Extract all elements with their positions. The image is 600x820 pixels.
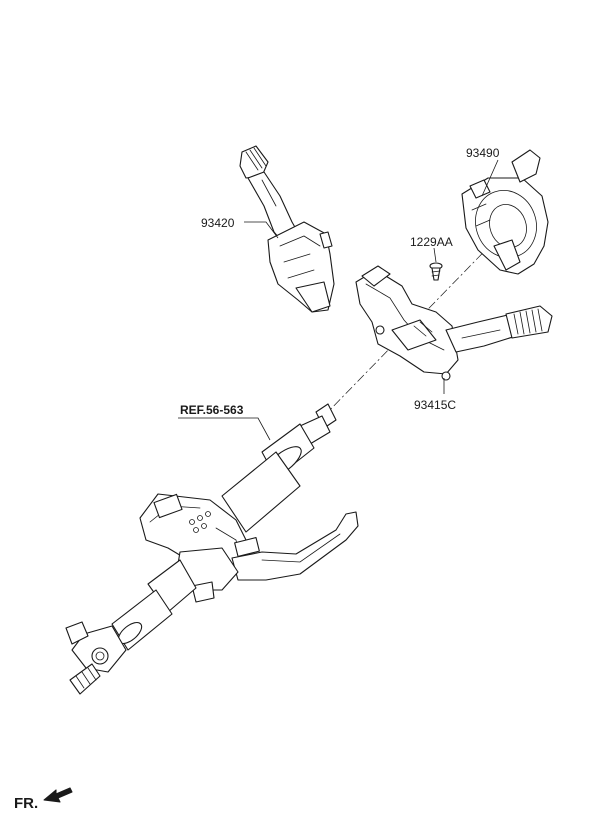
- multifunction-switch-body[interactable]: [355, 265, 553, 381]
- front-label: FR.: [14, 795, 38, 812]
- assembly-axis: [321, 224, 511, 419]
- light-switch-stalk[interactable]: [239, 145, 335, 313]
- label-ref: REF.56-563: [180, 403, 244, 417]
- front-arrow-icon: [43, 787, 73, 803]
- screw-1229AA[interactable]: [429, 262, 443, 281]
- clock-spring[interactable]: [461, 149, 549, 275]
- label-93490: 93490: [466, 146, 500, 160]
- label-1229AA: 1229AA: [410, 235, 453, 249]
- leader-lines: [178, 159, 499, 441]
- steering-column[interactable]: [65, 403, 359, 695]
- label-93415C: 93415C: [414, 398, 456, 412]
- label-93420: 93420: [201, 216, 235, 230]
